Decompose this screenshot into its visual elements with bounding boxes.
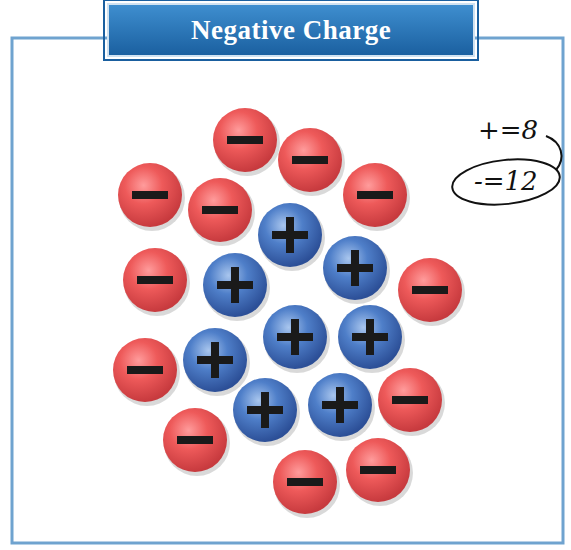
sphere <box>163 408 227 472</box>
minus-bar <box>292 156 328 164</box>
spheres <box>113 108 465 518</box>
sphere <box>378 368 442 432</box>
sphere <box>203 253 267 317</box>
plus-bar <box>291 319 299 355</box>
hand-circle <box>450 154 562 209</box>
minus-bar <box>132 191 168 199</box>
sphere <box>258 203 322 267</box>
negative-charge <box>188 178 255 246</box>
panel-frame <box>12 38 563 543</box>
sphere <box>346 438 410 502</box>
plus-bar <box>231 267 239 303</box>
title-banner <box>108 4 474 56</box>
minus-bar <box>137 276 173 284</box>
sphere <box>213 108 277 172</box>
minus-bar <box>392 396 428 404</box>
sphere <box>273 450 337 514</box>
plus-bar <box>366 319 374 355</box>
banner-edge <box>104 0 478 60</box>
negative-charge <box>343 163 410 231</box>
sphere <box>113 338 177 402</box>
sphere <box>123 248 187 312</box>
title-text: Negative Charge <box>191 15 391 46</box>
negative-charge <box>213 108 280 176</box>
plus-bar <box>211 342 219 378</box>
negative-charge <box>346 438 413 506</box>
positive-charge <box>183 328 250 396</box>
positive-charge <box>323 236 390 304</box>
negative-charge <box>278 128 345 196</box>
negative-charge <box>378 368 445 436</box>
sphere <box>338 305 402 369</box>
minus-bar <box>360 466 396 474</box>
positive-charge <box>233 378 300 446</box>
sphere <box>263 305 327 369</box>
positive-charge <box>338 305 405 373</box>
minus-bar <box>412 286 448 294</box>
negative-charge <box>273 450 340 518</box>
positive-charge <box>308 373 375 441</box>
minus-bar <box>127 366 163 374</box>
positive-charge <box>263 305 330 373</box>
plus-bar <box>336 387 344 423</box>
negative-charge <box>163 408 230 476</box>
sphere <box>343 163 407 227</box>
positive-charge <box>258 203 325 271</box>
sphere <box>233 378 297 442</box>
sphere <box>398 258 462 322</box>
negative-charge <box>398 258 465 326</box>
handwritten-note: +=8 <box>478 115 538 145</box>
plus-bar <box>261 392 269 428</box>
negative-charge <box>123 248 190 316</box>
minus-bar <box>202 206 238 214</box>
sphere <box>118 163 182 227</box>
handwritten-note: -=12 <box>474 166 538 196</box>
negative-charge <box>113 338 180 406</box>
minus-bar <box>177 436 213 444</box>
minus-bar <box>357 191 393 199</box>
sphere <box>323 236 387 300</box>
plus-bar <box>351 250 359 286</box>
minus-bar <box>227 136 263 144</box>
plus-bar <box>286 217 294 253</box>
sphere <box>188 178 252 242</box>
hand-stroke <box>546 136 561 170</box>
sphere <box>308 373 372 437</box>
positive-charge <box>203 253 270 321</box>
negative-charge <box>118 163 185 231</box>
minus-bar <box>287 478 323 486</box>
sphere <box>278 128 342 192</box>
sphere <box>183 328 247 392</box>
